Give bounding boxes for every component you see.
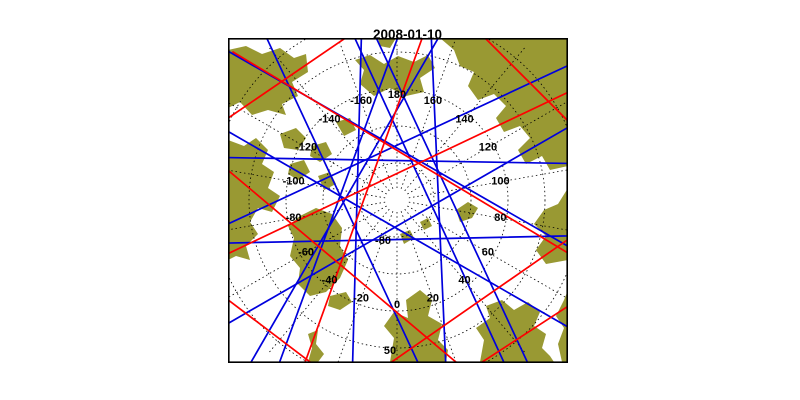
nighttime-track-line <box>351 38 363 363</box>
graticule-circle <box>248 51 546 349</box>
map-border <box>228 38 568 363</box>
tracks-group <box>228 38 568 363</box>
land-canada <box>228 138 280 260</box>
nighttime-track-line <box>278 38 399 363</box>
map-extra-label: 50 <box>384 345 396 357</box>
graticule-meridian <box>337 38 394 189</box>
polar-map-svg: -160 -140 -120 -100 -80 -60 -40 -20 0 20 40 60 80 100… <box>228 38 568 363</box>
longitude-label: 120 <box>479 141 497 153</box>
land-europe-russia-west <box>476 300 554 362</box>
nighttime-track-line <box>265 38 420 363</box>
longitude-label: -140 <box>318 113 340 125</box>
daytime-track-line <box>483 38 568 123</box>
longitude-label: 180 <box>388 89 406 101</box>
daytime-track-line <box>479 305 568 363</box>
nighttime-track-line <box>228 126 568 325</box>
graticule-circle <box>322 125 472 275</box>
daytime-track-line <box>228 38 347 120</box>
graticule-meridian <box>268 208 390 354</box>
land-siberia <box>440 38 568 170</box>
graticule-meridian <box>268 46 390 192</box>
graticule-meridian <box>400 211 457 363</box>
graticule-circle <box>285 88 509 312</box>
nighttime-track-line <box>228 130 568 328</box>
graticule-meridian <box>407 205 568 300</box>
graticule-meridian <box>407 100 568 195</box>
nighttime-track-line <box>228 156 568 165</box>
longitude-label: -80 <box>286 212 302 224</box>
nighttime-track-line <box>430 38 447 363</box>
daytime-track-line <box>228 169 459 363</box>
daytime-track-line <box>303 38 424 363</box>
land-scandinavia <box>384 290 448 362</box>
land-canadian-island-1 <box>280 128 306 150</box>
longitude-label: -120 <box>295 141 317 153</box>
labels-group: -160 -140 -120 -100 -80 -60 -40 -20 0 20 40 60 80 100… <box>283 89 510 357</box>
land-wrangel-island <box>378 38 396 48</box>
land-svalbard-2 <box>420 218 432 230</box>
graticule-meridian <box>337 211 394 363</box>
land-canadian-island-2 <box>310 142 332 162</box>
daytime-track-line <box>388 238 568 363</box>
land-britain <box>308 330 324 362</box>
nighttime-track-line <box>375 38 529 363</box>
land-chukotka <box>355 55 435 96</box>
graticule-meridian <box>408 169 568 199</box>
nighttime-track-line <box>249 38 440 363</box>
nighttime-track-line <box>353 38 506 363</box>
nighttime-track-line <box>228 235 568 244</box>
land-svalbard-1 <box>400 230 414 244</box>
graticule-meridian <box>228 201 386 231</box>
map-extra-label: -80 <box>375 235 391 247</box>
polar-map: -160 -140 -120 -100 -80 -60 -40 -20 0 20 40 60 80 100… <box>228 38 568 363</box>
land-greenland <box>288 208 348 296</box>
longitude-label: 100 <box>491 176 509 188</box>
land-novaya-zemlya <box>456 202 478 222</box>
graticule-circle <box>359 162 435 238</box>
longitude-label: 60 <box>482 246 494 258</box>
longitude-label: 40 <box>458 274 470 286</box>
daytime-track-line <box>228 91 568 255</box>
longitude-label: -160 <box>350 95 372 107</box>
longitude-label: 140 <box>455 113 473 125</box>
graticule-meridian <box>228 205 387 299</box>
longitude-label: -40 <box>322 274 338 286</box>
longitude-label: 160 <box>424 95 442 107</box>
longitude-label: 20 <box>427 293 439 305</box>
longitude-label: 80 <box>494 212 506 224</box>
nighttime-track-line <box>228 50 568 248</box>
graticule-meridian <box>228 101 387 195</box>
daytime-track-line <box>232 51 568 254</box>
graticule-meridian <box>228 169 386 199</box>
daytime-track-line <box>228 298 313 363</box>
land-iceland <box>328 292 352 310</box>
graticule-meridian <box>404 208 526 354</box>
nighttime-track-line <box>228 64 568 225</box>
longitude-label: -60 <box>298 246 314 258</box>
longitude-label: 0 <box>394 299 400 311</box>
longitude-label: -100 <box>283 176 305 188</box>
longitude-label: -20 <box>353 293 369 305</box>
